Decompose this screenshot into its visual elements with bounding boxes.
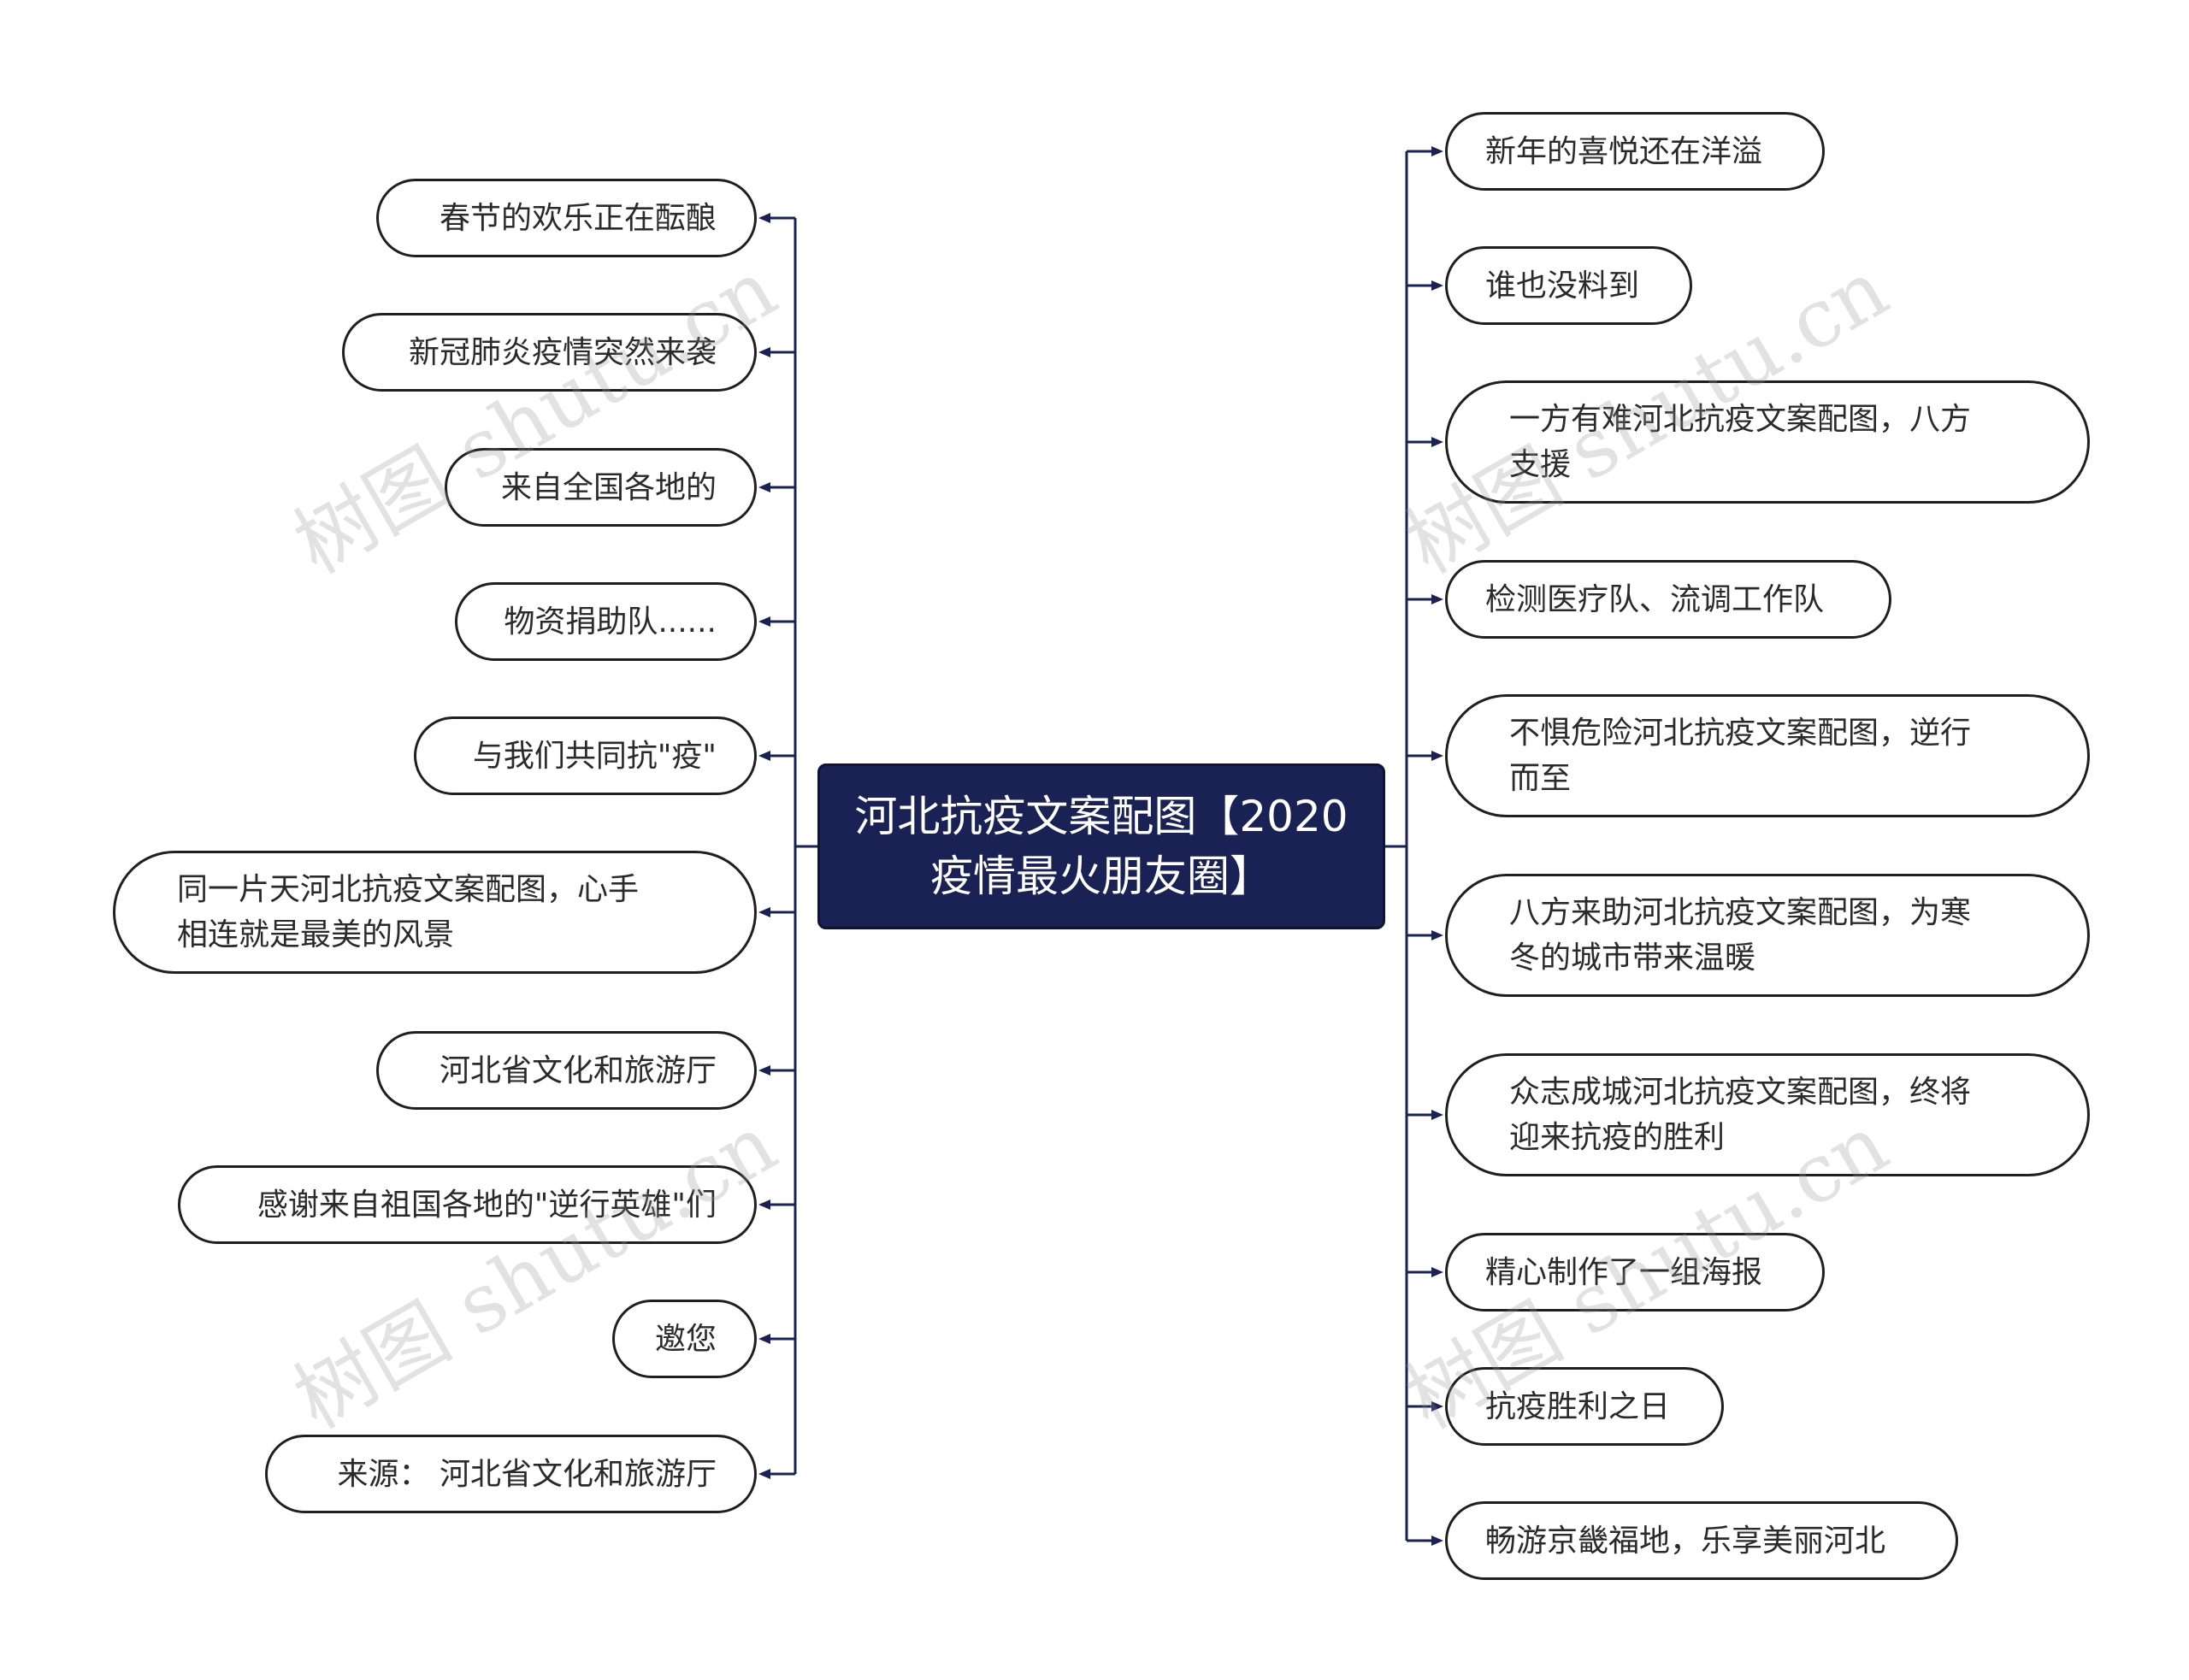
arrowhead [1431,1110,1443,1120]
right-branch-node[interactable]: 八方来助河北抗疫文案配图，为寒 冬的城市带来温暖 [1445,874,2090,997]
right-branch-node[interactable]: 一方有难河北抗疫文案配图，八方 支援 [1445,380,2090,504]
left-branch-node[interactable]: 来自全国各地的 [445,448,757,527]
right-branch-node[interactable]: 检测医疗队、流调工作队 [1445,560,1891,639]
arrowhead [1431,1401,1443,1412]
arrowhead [758,213,770,223]
right-branch-node[interactable]: 谁也没料到 [1445,246,1692,325]
arrowhead [1431,1536,1443,1546]
arrowhead [758,1334,770,1344]
right-branch-node[interactable]: 新年的喜悦还在洋溢 [1445,112,1825,191]
right-branch-node[interactable]: 不惧危险河北抗疫文案配图，逆行 而至 [1445,694,2090,817]
right-branch-node[interactable]: 精心制作了一组海报 [1445,1233,1825,1312]
left-branch-node[interactable]: 春节的欢乐正在酝酿 [376,179,757,257]
right-branch-node[interactable]: 畅游京畿福地，乐享美丽河北 [1445,1501,1958,1580]
arrowhead [758,1469,770,1479]
arrowhead [1431,930,1443,940]
arrowhead [758,482,770,492]
left-branch-node[interactable]: 新冠肺炎疫情突然来袭 [342,313,757,392]
arrowhead [1431,280,1443,291]
arrowhead [1431,751,1443,761]
left-branch-node[interactable]: 与我们共同抗"疫" [414,716,757,795]
arrowhead [758,347,770,357]
left-branch-node[interactable]: 来源： 河北省文化和旅游厅 [265,1435,757,1513]
arrowhead [1431,437,1443,447]
central-topic[interactable]: 河北抗疫文案配图【2020疫情最火朋友圈】 [817,763,1385,929]
arrowhead [758,616,770,627]
arrowhead [1431,146,1443,156]
arrowhead [758,1200,770,1210]
arrowhead [758,751,770,761]
arrowhead [758,1065,770,1076]
arrowhead [1431,1267,1443,1277]
right-branch-node[interactable]: 众志成城河北抗疫文案配图，终将 迎来抗疫的胜利 [1445,1053,2090,1176]
left-branch-node[interactable]: 同一片天河北抗疫文案配图，心手 相连就是最美的风景 [113,851,757,974]
right-branch-node[interactable]: 抗疫胜利之日 [1445,1367,1724,1446]
arrowhead [758,907,770,917]
left-branch-node[interactable]: 河北省文化和旅游厅 [376,1031,757,1110]
left-branch-node[interactable]: 邀您 [612,1300,757,1378]
left-branch-node[interactable]: 感谢来自祖国各地的"逆行英雄"们 [178,1165,757,1244]
arrowhead [1431,594,1443,604]
left-branch-node[interactable]: 物资捐助队...... [455,582,757,661]
